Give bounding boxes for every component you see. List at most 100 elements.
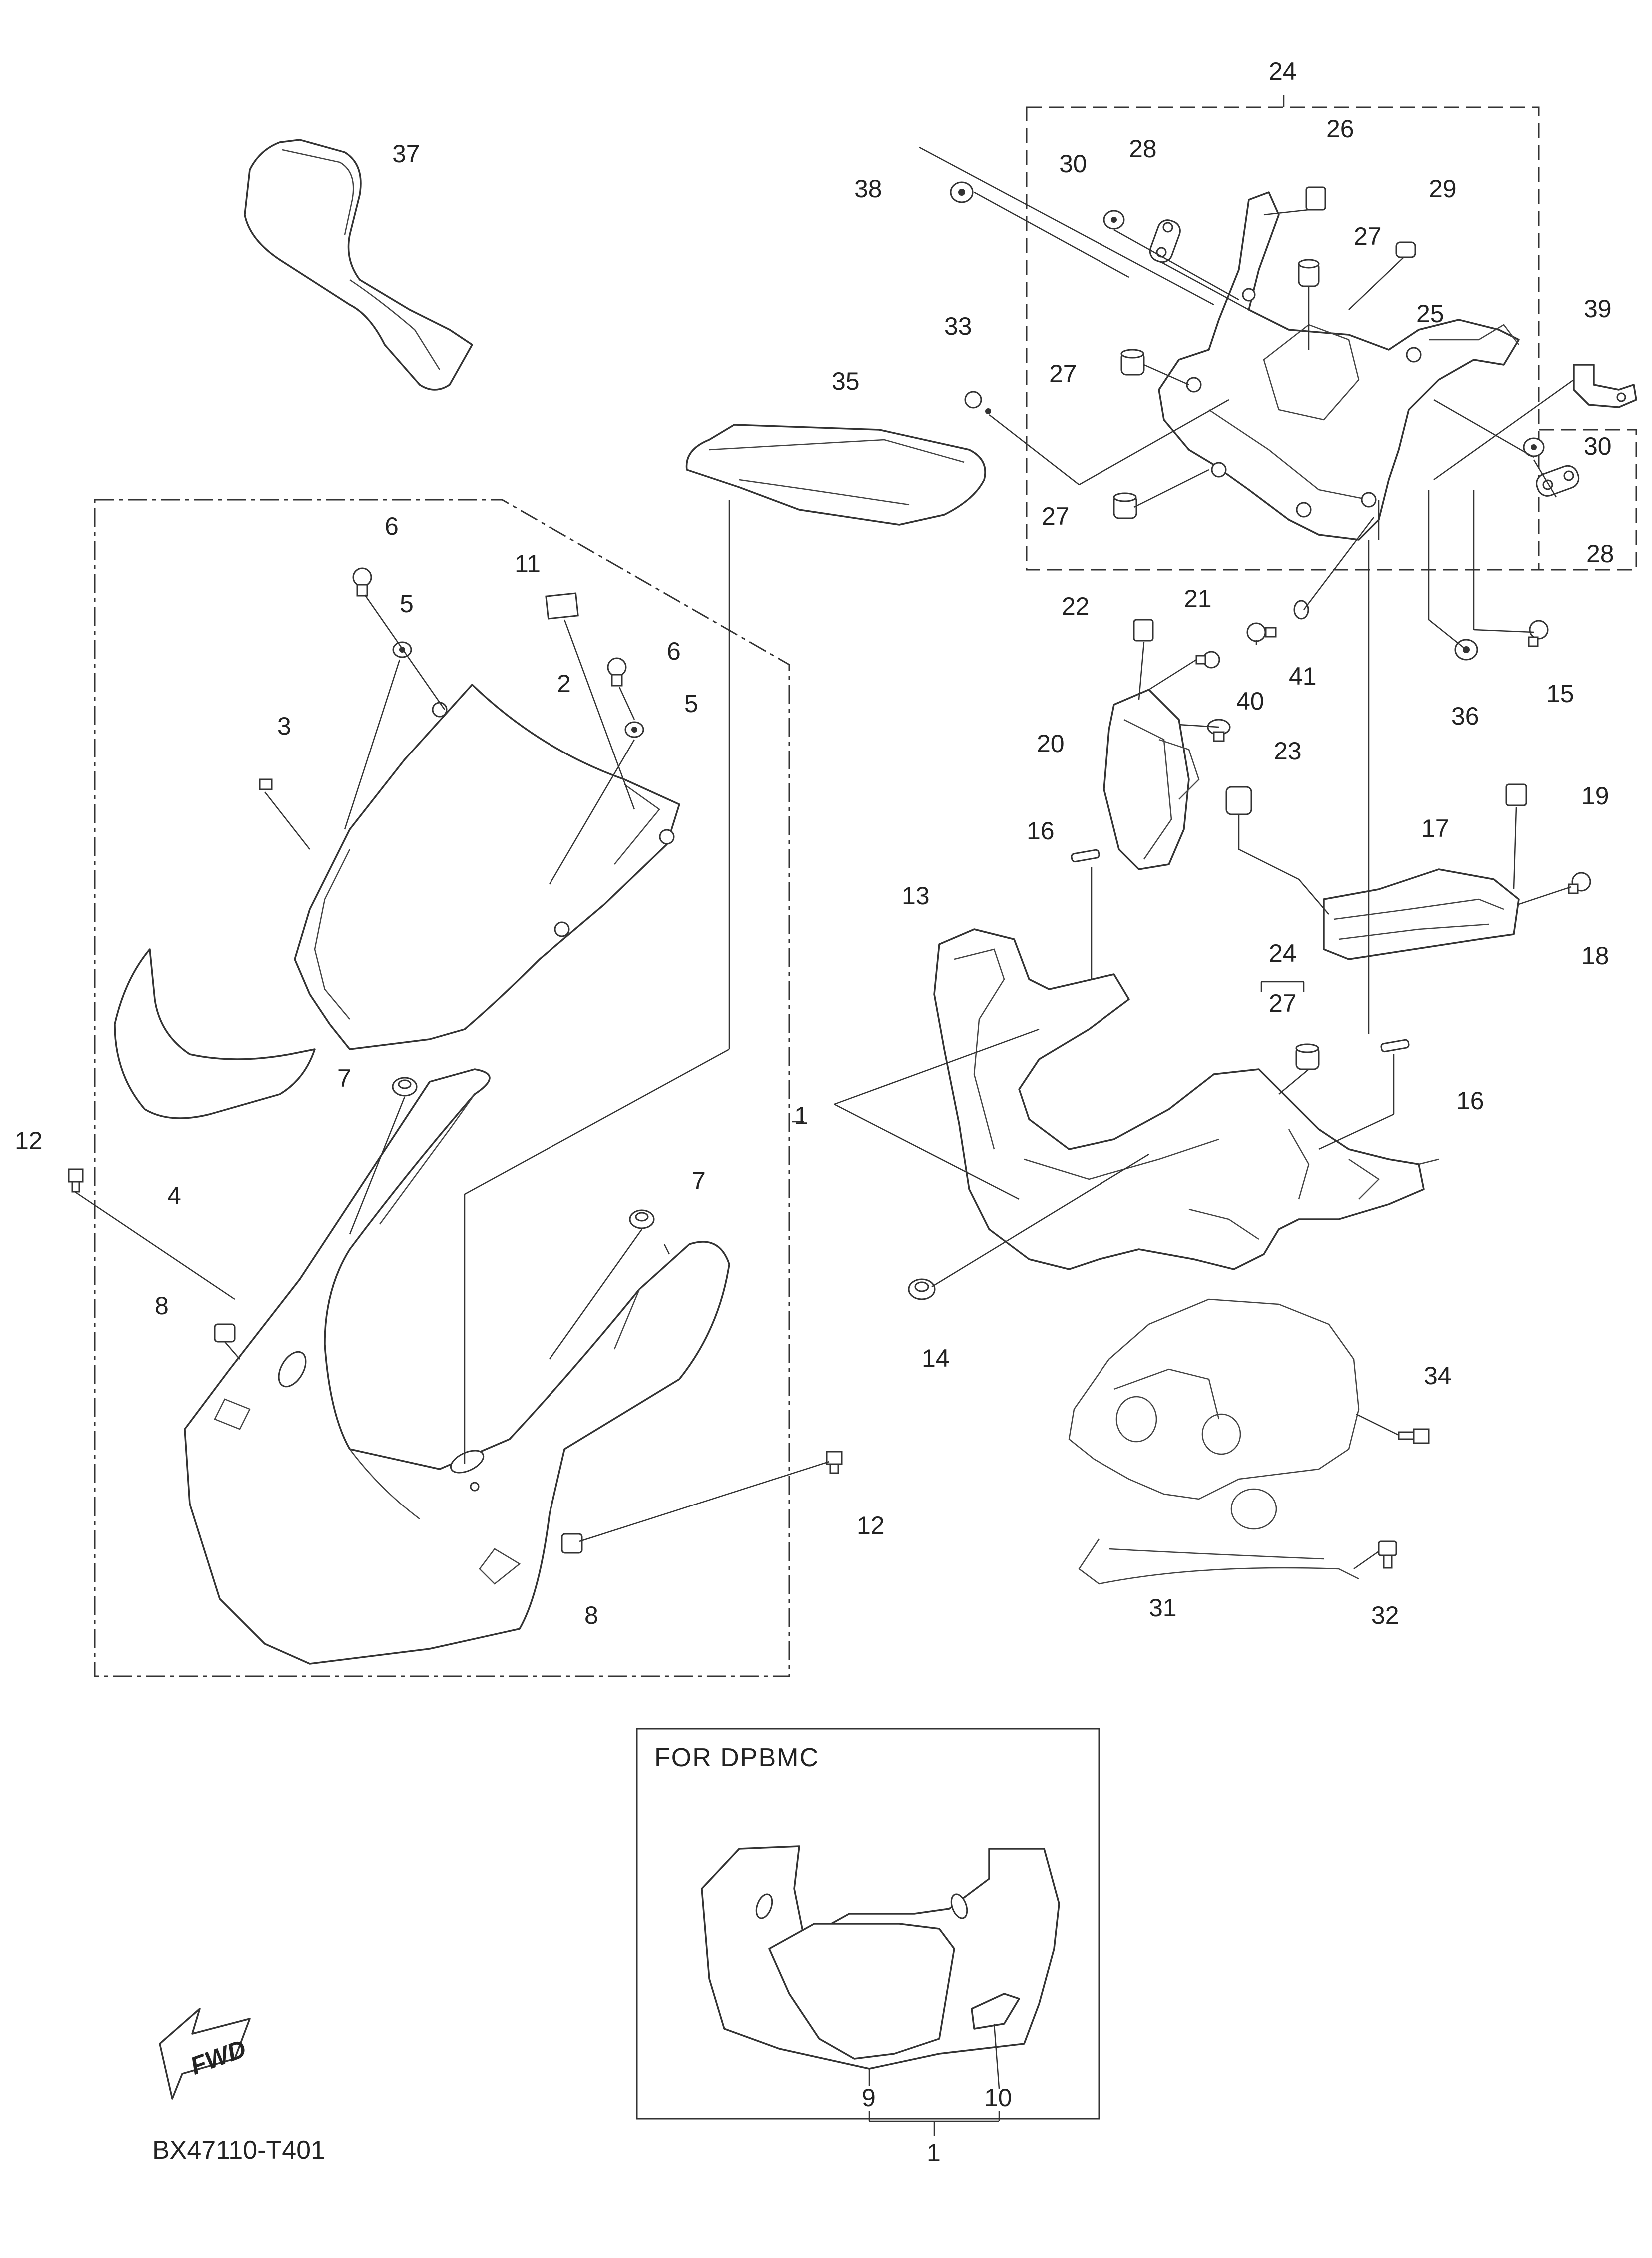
callout-36: 36 — [1451, 702, 1479, 730]
callout-21: 21 — [1184, 585, 1212, 613]
inner-panel-part-13 — [933, 928, 1439, 1270]
callout-24b: 24 — [1269, 939, 1297, 967]
cover-part-35 — [685, 424, 986, 526]
clip-26-icon — [1305, 186, 1326, 211]
damper-27c-icon — [1113, 492, 1137, 519]
callout-20: 20 — [1037, 730, 1065, 757]
callout-12b: 12 — [857, 1511, 885, 1539]
pin-16b-icon — [1380, 1039, 1410, 1053]
nut-8a-icon — [214, 1323, 236, 1343]
callout-30b: 30 — [1584, 432, 1612, 460]
windscreen-part-2 — [294, 684, 680, 1050]
stay-part-24 — [1158, 191, 1520, 541]
nut-8b-icon — [561, 1533, 583, 1554]
grommet-7b-icon — [629, 1209, 655, 1229]
screw-6a-icon — [352, 567, 372, 597]
nut-30b-icon — [1523, 437, 1545, 457]
callout-1-inset: 1 — [927, 2139, 941, 2167]
screw-6b-icon — [607, 657, 627, 687]
callout-2: 2 — [557, 670, 571, 698]
screw-15-icon — [1528, 620, 1549, 647]
label-11-icon — [545, 592, 579, 620]
damper-27d-icon — [1295, 1043, 1320, 1070]
grommet-14-icon — [908, 1278, 936, 1300]
callout-1: 1 — [794, 1102, 808, 1130]
callout-3: 3 — [277, 712, 291, 740]
bolt-34-icon — [1398, 1428, 1430, 1444]
callout-7b: 7 — [692, 1167, 706, 1195]
callout-28b: 28 — [1586, 540, 1614, 568]
rivet-23-icon — [1207, 719, 1231, 742]
callout-13: 13 — [902, 882, 930, 910]
callout-17: 17 — [1421, 814, 1449, 842]
callout-32: 32 — [1371, 1601, 1399, 1629]
callout-35: 35 — [832, 367, 860, 395]
callout-31: 31 — [1149, 1594, 1177, 1622]
group-24-dashed-extension — [1539, 429, 1637, 571]
callout-16a: 16 — [1027, 817, 1055, 845]
callout-5a: 5 — [400, 590, 414, 618]
callout-34: 34 — [1424, 1362, 1452, 1390]
callout-25: 25 — [1416, 300, 1444, 328]
callout-39: 39 — [1584, 295, 1612, 323]
callout-4: 4 — [167, 1182, 181, 1210]
mirror-part-37 — [244, 139, 473, 391]
callout-41: 41 — [1289, 662, 1317, 690]
clip-19-icon — [1505, 783, 1527, 806]
callout-11: 11 — [515, 550, 541, 578]
inset-title: FOR DPBMC — [654, 1743, 819, 1772]
clip-3-icon — [259, 778, 273, 790]
leader-lines — [74, 95, 1574, 2136]
screw-40-icon — [1246, 622, 1277, 642]
callout-8a: 8 — [155, 1292, 169, 1320]
callout-18: 18 — [1581, 942, 1609, 970]
callout-16b: 16 — [1456, 1087, 1484, 1115]
callout-28a: 28 — [1129, 135, 1157, 163]
inset-cowl-part-1 — [701, 1845, 1060, 2070]
callout-29: 29 — [1429, 175, 1457, 203]
callout-27b: 27 — [1049, 360, 1077, 388]
callout-27c: 27 — [1042, 502, 1070, 530]
screw-18-icon — [1568, 872, 1591, 894]
callout-6a: 6 — [385, 512, 399, 540]
grommet-7a-icon — [392, 1077, 418, 1097]
damper-27a-icon — [1298, 259, 1320, 287]
grommet-32-icon — [1378, 1540, 1397, 1569]
callout-23: 23 — [1274, 737, 1302, 765]
callout-24a: 24 — [1269, 57, 1297, 85]
front-cowl-part-1 — [184, 1068, 730, 1665]
cap-29-icon — [1395, 241, 1416, 258]
lamp-part-17 — [1225, 786, 1520, 960]
callout-10: 10 — [984, 2084, 1012, 2112]
callout-19: 19 — [1581, 782, 1609, 810]
callout-30a: 30 — [1059, 150, 1087, 178]
damper-27b-icon — [1120, 349, 1145, 376]
callout-37: 37 — [392, 140, 420, 168]
callout-33: 33 — [944, 312, 972, 340]
callout-40: 40 — [1236, 687, 1264, 715]
pin-16a-icon — [1071, 849, 1100, 863]
hardware-group — [68, 181, 1591, 1569]
grommet-5b-icon — [624, 721, 644, 738]
callout-5b: 5 — [684, 690, 698, 718]
callout-27d: 27 — [1269, 989, 1297, 1017]
callout-7a: 7 — [337, 1064, 351, 1092]
group-24-dashed-box — [1026, 106, 1540, 571]
inset-box-dpbmc — [636, 1728, 1100, 2120]
callout-27a: 27 — [1354, 222, 1382, 250]
callout-12a: 12 — [15, 1127, 43, 1155]
washer-41-icon — [1293, 600, 1309, 620]
screw-21-icon — [1195, 651, 1220, 669]
callout-labels: 1 2 3 4 5 5 6 6 7 7 8 8 11 12 12 13 14 1… — [15, 57, 1614, 2167]
callout-26: 26 — [1326, 115, 1354, 143]
bracket-part-39 — [1573, 364, 1637, 408]
grommet-33-icon — [964, 391, 991, 414]
callout-15: 15 — [1546, 680, 1574, 708]
plate-28b-icon — [1536, 465, 1580, 497]
callout-9: 9 — [862, 2084, 876, 2112]
group-1-dashed-outline — [94, 499, 790, 1677]
callout-8b: 8 — [584, 1601, 598, 1629]
callout-38: 38 — [854, 175, 882, 203]
fwd-arrow: FWD — [159, 2008, 251, 2100]
